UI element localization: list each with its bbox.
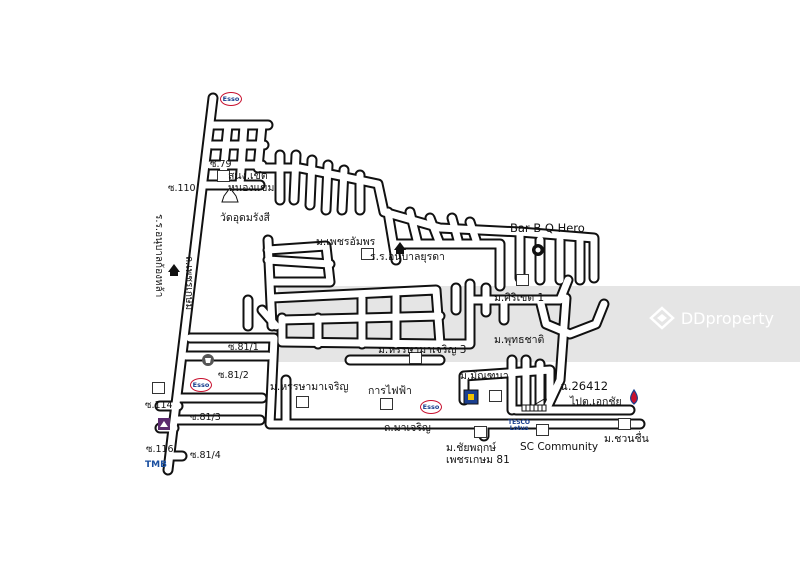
label-m-manthana: ม.มัณฑนา bbox=[460, 370, 509, 382]
label-ptt-ekachai: ไปต.เอกชัย bbox=[570, 396, 622, 408]
label-m-phutthachat: ม.พุทธชาติ bbox=[494, 334, 545, 346]
label-ch-26412: ฉ.26412 bbox=[560, 379, 609, 393]
label-road-ma-charoen: ถ.มาเจริญ bbox=[384, 422, 431, 434]
label-road-phetkasem: ถ.เพชรเกษม bbox=[183, 256, 194, 311]
label-m-chuan-chuen: ม.ชวนชื่น bbox=[604, 433, 649, 445]
bridge-marker bbox=[521, 397, 547, 412]
esso-logo-icon: Esso bbox=[420, 400, 442, 414]
landmark-box bbox=[217, 170, 230, 182]
restaurant-icon bbox=[532, 244, 544, 256]
label-m-harnya-3: ม.หรรษามาเจริญ 3 bbox=[378, 344, 467, 356]
landmark-box bbox=[152, 382, 165, 394]
label-soi-79: ซ.79 bbox=[210, 159, 232, 170]
label-school-anuban-kong: ร.ร.อนุบาลก้องหล้า bbox=[153, 214, 164, 298]
landmark-box bbox=[296, 396, 309, 408]
label-wat-udom: วัดอุดมรังสี bbox=[220, 212, 270, 224]
landmark-box bbox=[536, 424, 549, 436]
landmark-box bbox=[489, 390, 502, 402]
label-soi-81-2: ซ.81/2 bbox=[218, 370, 249, 381]
label-m-phet-amphon: ม.เพชรอัมพร bbox=[316, 236, 376, 248]
label-sc-community: SC Community bbox=[520, 441, 599, 453]
label-soi-81-4: ซ.81/4 bbox=[190, 450, 221, 461]
landmark-box bbox=[474, 426, 487, 438]
esso-logo-icon: Esso bbox=[190, 378, 212, 392]
road-network-fill bbox=[156, 94, 644, 474]
ptt-icon bbox=[630, 388, 638, 405]
home-icon bbox=[158, 418, 170, 430]
building-icon bbox=[463, 389, 479, 405]
label-soi-110: ซ.110 bbox=[168, 183, 196, 194]
watermark-text: DDproperty bbox=[680, 308, 774, 328]
market-icon bbox=[202, 354, 214, 366]
label-m-harnya: ม.หรรษามาเจริญ bbox=[270, 381, 349, 393]
esso-logo-icon: Esso bbox=[220, 92, 242, 106]
label-electric: การไฟฟ้า bbox=[368, 385, 412, 397]
landmark-box bbox=[516, 274, 529, 286]
label-school-anuban-yurada: ร.ร.อนุบาลยุรดา bbox=[370, 251, 445, 263]
temple-icon bbox=[221, 187, 239, 203]
label-soi-81-3: ซ.81/3 bbox=[190, 412, 221, 423]
landmark-box bbox=[380, 398, 393, 410]
tesco-lotus-logo-icon: TESCO Lotus bbox=[508, 419, 531, 432]
tmb-logo-icon: TMB bbox=[145, 460, 167, 470]
label-nong-khaem-office: สนง.เขต หนองแขม bbox=[228, 170, 275, 194]
ddproperty-watermark: DDproperty bbox=[649, 306, 774, 330]
label-soi-116: ซ.116 bbox=[146, 444, 174, 455]
school-icon bbox=[168, 264, 180, 276]
label-m-chaiyaphruek: ม.ชัยพฤกษ์ เพชรเกษม 81 bbox=[446, 442, 510, 466]
label-m-siri-khet: ม.ศิริเขต 1 bbox=[494, 292, 545, 304]
label-soi-81-1: ซ.81/1 bbox=[228, 342, 259, 353]
landmark-box bbox=[361, 248, 374, 260]
label-soi-114: ซ.114 bbox=[145, 400, 173, 411]
landmark-box bbox=[409, 352, 422, 364]
school-icon bbox=[394, 242, 406, 254]
landmark-box bbox=[618, 418, 631, 430]
label-bar-b-q-hero: Bar B Q Hero bbox=[510, 221, 585, 235]
ddproperty-logo-icon bbox=[649, 306, 675, 330]
